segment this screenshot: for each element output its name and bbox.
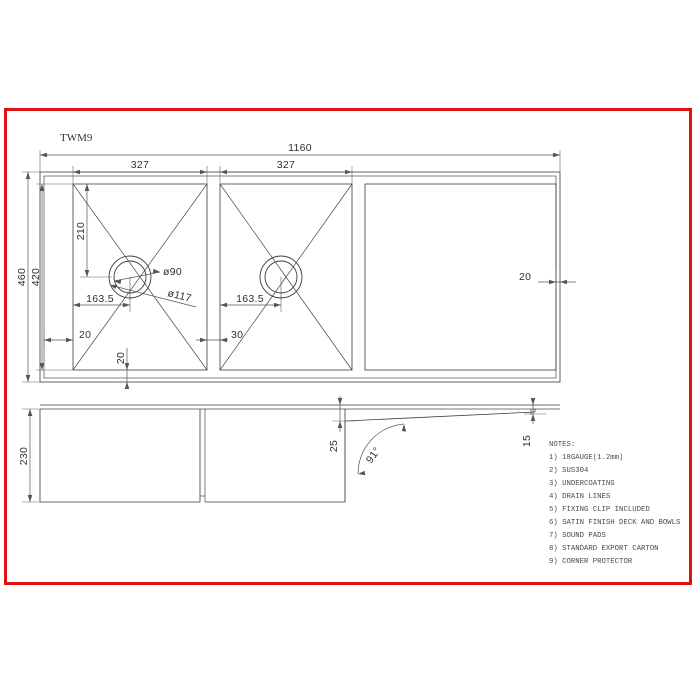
note-item: 4) DRAIN LINES [549, 493, 611, 501]
dim-20-right-label: 20 [519, 271, 531, 283]
dim-drain-from-top: 210 [75, 183, 112, 278]
dim-d117-label: ø117 [166, 287, 193, 305]
dim-91deg-label: 91° [364, 445, 383, 466]
dim-inner-depth: 420 [30, 183, 75, 371]
dim-deck-drop-left: 25 [328, 396, 356, 452]
dim-drain-inner-dia: ø90 [113, 266, 182, 285]
dim-overall-width: 1160 [39, 142, 561, 174]
dim-420-label: 420 [30, 268, 42, 286]
red-border-frame [4, 108, 692, 585]
dim-327b-label: 327 [277, 159, 295, 171]
drain-circle-right [259, 255, 303, 300]
elevation-outline [39, 404, 560, 503]
note-item: 3) UNDERCOATING [549, 480, 615, 488]
dim-bowl2-width: 327 [219, 159, 353, 186]
note-item: 8) STANDARD EXPORT CARTON [549, 545, 658, 553]
dim-230-label: 230 [18, 447, 30, 465]
dim-right-margin: 20 [519, 268, 576, 290]
dim-25-label: 25 [328, 440, 340, 452]
dim-bowl-depth: 230 [18, 408, 44, 503]
dim-460-label: 460 [16, 268, 28, 286]
note-item: 6) SATIN FINISH DECK AND BOWLS [549, 519, 681, 527]
dim-bowl1-left-margin: 20 [43, 329, 91, 348]
note-item: 5) FIXING CLIP INCLUDED [549, 506, 650, 514]
dim-drain-outer-dia: ø117 [109, 284, 197, 308]
dim-15-label: 15 [521, 435, 533, 447]
dim-163-5a-label: 163.5 [86, 293, 114, 305]
notes-block: NOTES: 1) 18GAUGE(1.2mm) 2) SUS304 3) UN… [549, 441, 681, 566]
dim-1160-label: 1160 [288, 142, 312, 154]
dim-wall-angle: 91° [357, 423, 407, 476]
dim-210-label: 210 [75, 222, 87, 240]
dim-327a-label: 327 [131, 159, 149, 171]
dim-20-bottom-label: 20 [115, 352, 127, 364]
dim-overall-depth: 460 [16, 171, 44, 383]
dim-drain2-from-left: 163.5 [219, 277, 282, 312]
dim-d90-label: ø90 [163, 266, 182, 278]
part-label: TWM9 [60, 132, 93, 144]
note-item: 1) 18GAUGE(1.2mm) [549, 454, 623, 462]
plan-outline [39, 171, 561, 383]
notes-heading: NOTES: [549, 441, 575, 449]
dim-drain1-from-left: 163.5 [72, 277, 131, 312]
note-item: 7) SOUND PADS [549, 532, 607, 540]
dim-20-left-label: 20 [79, 329, 91, 341]
dim-bowl2-left-margin: 30 [196, 329, 243, 348]
dim-30-label: 30 [231, 329, 243, 341]
note-item: 2) SUS304 [549, 467, 589, 475]
dim-bottom-margin: 20 [110, 348, 138, 389]
plan-bowl-right [219, 183, 353, 371]
note-item: 9) CORNER PROTECTOR [549, 558, 633, 566]
dim-163-5b-label: 163.5 [236, 293, 264, 305]
dim-deck-drop-right: 15 [521, 398, 546, 447]
dim-bowl1-width: 327 [72, 159, 208, 186]
